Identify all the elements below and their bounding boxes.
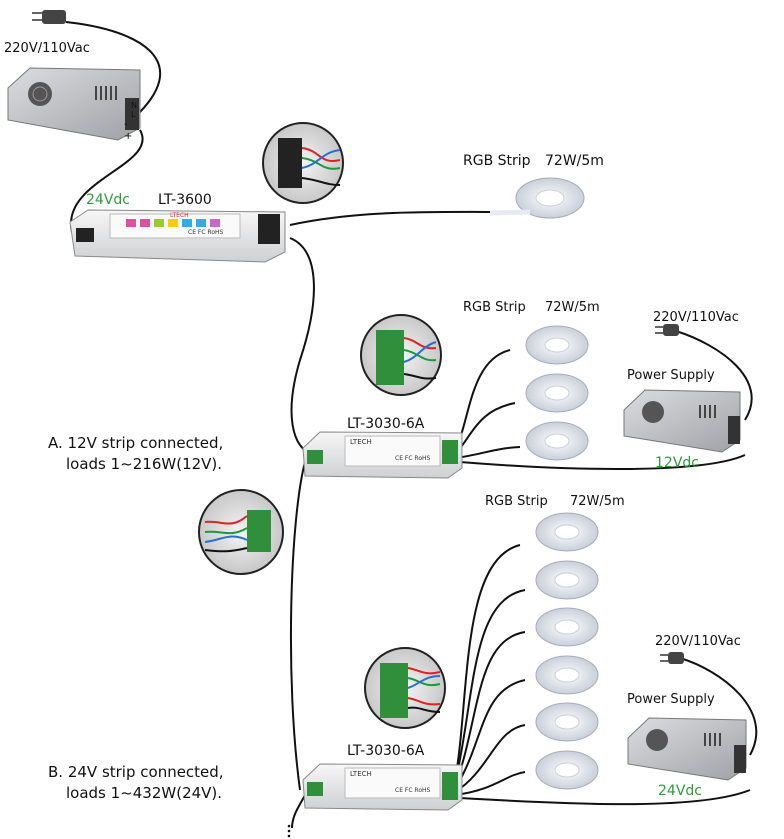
top-psu-voltage-label: 220V/110Vac xyxy=(4,41,90,56)
note-a-line1: A. 12V strip connected, xyxy=(48,434,224,452)
amp-a-psu-label: Power Supply xyxy=(627,368,715,383)
lt3600-controller: LTECH CE FC RoHS xyxy=(69,209,286,263)
amp-a-dc-voltage: 12Vdc xyxy=(655,455,699,471)
top-dc-voltage-label: 24Vdc xyxy=(86,192,130,208)
amp-b-model-label: LT-3030-6A xyxy=(347,743,425,759)
led-strip-reel-icon xyxy=(535,702,599,742)
wires xyxy=(65,21,758,829)
note-b: B. 24V strip connected, loads 1~432W(24V… xyxy=(48,762,224,804)
amp-a-psu-voltage: 220V/110Vac xyxy=(653,310,739,325)
amp-a-strip-label: RGB Strip xyxy=(463,300,526,315)
zoom-amp-b xyxy=(364,647,446,729)
amp-b-psu-label: Power Supply xyxy=(627,692,715,707)
dc-cable-top xyxy=(70,129,144,233)
led-strip-reel-icon xyxy=(535,655,599,695)
svg-text:+: + xyxy=(124,131,132,142)
top-strip-label: RGB Strip xyxy=(463,153,531,169)
amp-b-strip-power: 72W/5m xyxy=(570,494,625,509)
power-supply-a xyxy=(623,389,741,453)
top-strip-power: 72W/5m xyxy=(545,153,604,169)
led-strip-reel-icon xyxy=(535,607,599,647)
mains-plug-b-icon xyxy=(660,652,684,664)
power-supply-b xyxy=(627,717,747,781)
continuation-dots-icon xyxy=(287,824,291,838)
amp-a-strip-power: 72W/5m xyxy=(545,300,600,315)
led-strip-reel-icon xyxy=(535,512,599,552)
controller-model-label: LT-3600 xyxy=(158,192,212,208)
signal-cable-continue xyxy=(291,794,306,829)
svg-text:N: N xyxy=(131,101,137,110)
indicator-icons xyxy=(126,219,220,227)
svg-text:LTECH: LTECH xyxy=(350,438,372,446)
svg-text:CE FC RoHS: CE FC RoHS xyxy=(395,787,431,794)
power-supply-top: N L - + xyxy=(7,67,141,142)
led-strip-reel-top xyxy=(489,177,585,219)
zoom-amp-a xyxy=(360,314,442,396)
led-strip-reel-icon xyxy=(535,750,599,790)
svg-text:CE FC RoHS: CE FC RoHS xyxy=(395,455,431,462)
fan-icon xyxy=(642,401,664,423)
mains-plug-top-icon xyxy=(32,10,66,24)
svg-text:LTECH: LTECH xyxy=(170,212,189,219)
note-a-line2: loads 1~216W(12V). xyxy=(66,455,223,473)
svg-text:CE FC RoHS: CE FC RoHS xyxy=(188,229,224,236)
fan-icon xyxy=(646,729,668,751)
mains-plug-a-icon xyxy=(655,324,679,336)
output-cable-top xyxy=(289,210,511,226)
svg-text:-: - xyxy=(124,119,128,130)
led-strip-reel-icon xyxy=(525,421,589,461)
amp-b-strip-reels xyxy=(535,512,599,790)
note-a: A. 12V strip connected, loads 1~216W(12V… xyxy=(48,433,223,475)
fan-icon xyxy=(28,82,52,106)
svg-text:L: L xyxy=(131,110,136,119)
signal-cable-b xyxy=(289,461,306,791)
terminal-zoom-top xyxy=(262,122,344,204)
amp-a-box: LTECH CE FC RoHS xyxy=(302,431,463,479)
led-strip-reel-icon xyxy=(525,373,589,413)
amp-a-model-label: LT-3030-6A xyxy=(347,416,425,432)
led-strip-reel-icon xyxy=(535,560,599,600)
amp-a-strip-reels xyxy=(525,325,589,461)
amp-b-strip-label: RGB Strip xyxy=(485,494,548,509)
zoom-input-a xyxy=(198,489,284,575)
mains-cable-top xyxy=(65,21,162,113)
amp-b-box: LTECH CE FC RoHS xyxy=(302,763,463,811)
signal-cable-a xyxy=(289,237,316,456)
note-b-line1: B. 24V strip connected, xyxy=(48,763,224,781)
led-strip-reel-icon xyxy=(525,325,589,365)
amp-b-psu-voltage: 220V/110Vac xyxy=(655,634,741,649)
amp-b-dc-voltage: 24Vdc xyxy=(658,783,702,799)
note-b-line2: loads 1~432W(24V). xyxy=(66,784,223,802)
svg-text:LTECH: LTECH xyxy=(350,770,372,778)
